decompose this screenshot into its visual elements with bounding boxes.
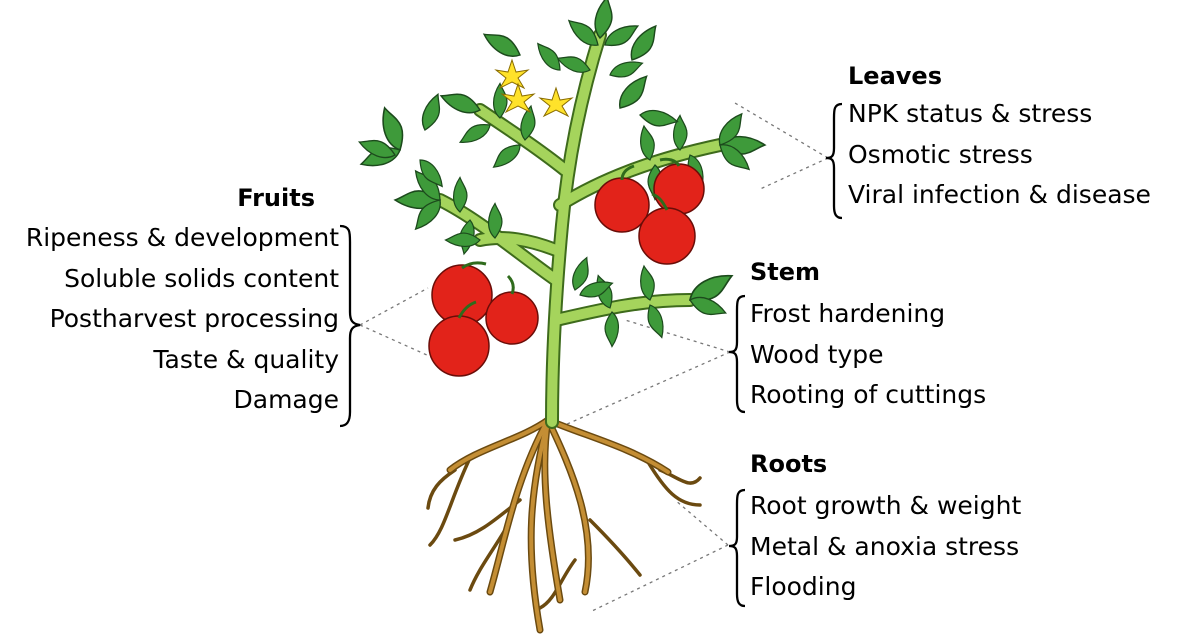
stem-brace [728,294,746,414]
roots-connector [589,499,729,613]
flowers-illustration [494,58,574,118]
leaves-item: Viral infection & disease [848,180,1151,209]
fruits-item: Taste & quality [153,344,339,374]
leaves-title: Leaves [848,62,942,90]
leaves-connector [734,102,829,191]
fruits-illustration [428,157,705,377]
roots-item: Metal & anoxia stress [750,531,1020,561]
connector-lines [359,102,829,613]
stem-illustration [433,28,727,429]
stem-item: Frost hardening [750,299,946,328]
roots-title: Roots [750,450,828,478]
leaves-brace [825,102,843,220]
leaves-item: Osmotic stress [848,139,1033,169]
stem-title: Stem [750,258,821,286]
stem-annotation: Stem Frost hardening Wood type Rooting o… [750,258,986,416]
stem-item: Wood type [750,339,884,369]
fruits-item: Postharvest processing [49,304,339,333]
stem-connector [564,319,731,426]
leaves-item: NPK status & stress [848,99,1093,128]
fruits-item: Soluble solids content [64,263,339,293]
braces [339,102,843,608]
roots-item: Flooding [750,572,857,601]
leaves-annotation: Leaves NPK status & stress Osmotic stres… [848,62,1151,216]
fruits-title: Fruits [237,184,315,212]
roots-illustration [426,416,702,634]
fruits-item: Damage [233,385,340,414]
fruits-annotation: Fruits Ripeness & development Soluble so… [26,184,339,421]
fruits-brace [339,224,361,428]
roots-brace [728,488,746,608]
stem-item: Rooting of cuttings [750,380,987,409]
fruits-connector [359,287,439,361]
roots-annotation: Roots Root growth & weight Metal & anoxi… [750,450,1021,608]
fruits-item: Ripeness & development [25,223,339,252]
roots-item: Root growth & weight [750,491,1022,520]
